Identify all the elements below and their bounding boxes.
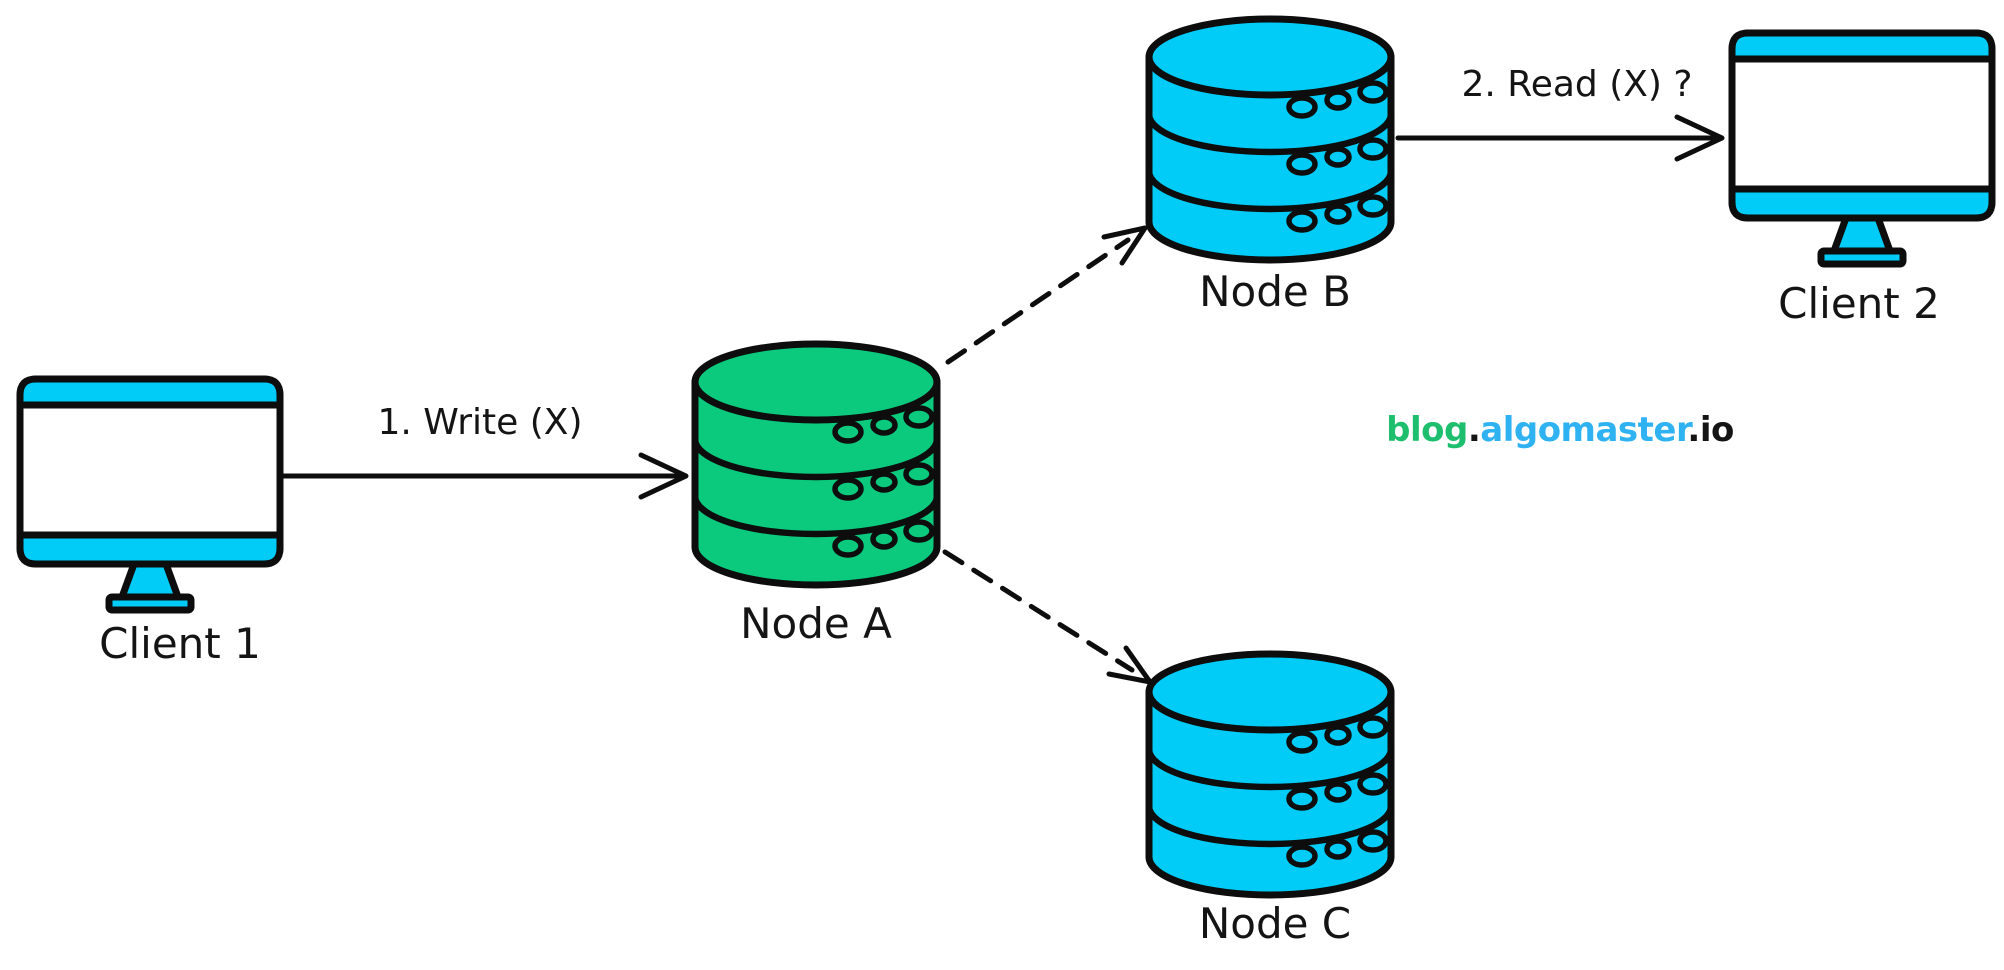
cylinder-top [691, 340, 941, 424]
disk-dot [1357, 715, 1389, 739]
cylinder-divider [691, 435, 941, 481]
cylinder-divider [1145, 167, 1395, 213]
disk-dot [1357, 137, 1389, 161]
disk-dot [903, 462, 935, 486]
node-b-label: Node B [1199, 267, 1351, 316]
disk-dot [1357, 194, 1389, 218]
node-b-cylinder-group [1145, 15, 1395, 264]
disk-dot [870, 528, 898, 550]
cylinder-divider [1145, 110, 1395, 156]
read-arrow-label: 2. Read (X) ? [1461, 64, 1693, 105]
disk-dot [832, 534, 864, 558]
disk-dot [1324, 146, 1352, 168]
disk-dot [1324, 89, 1352, 111]
client2-label: Client 2 [1778, 279, 1940, 328]
disk-dot [1286, 152, 1318, 176]
node-c-database-icon [1145, 650, 1395, 899]
monitor-base [1817, 247, 1907, 268]
disk-dot [1324, 724, 1352, 746]
node-a-label: Node A [740, 599, 892, 648]
write-arrow [278, 452, 689, 500]
monitor-base [105, 593, 195, 614]
write-arrow-head [638, 452, 689, 500]
disk-dot [1357, 829, 1389, 853]
replication-arrow-to-node-b [945, 225, 1148, 365]
watermark-io: io [1699, 410, 1735, 450]
replication-b-head [1101, 225, 1148, 266]
read-arrow [1395, 114, 1725, 162]
disk-dot [1286, 844, 1318, 868]
disk-dot [832, 477, 864, 501]
replication-c-head [1106, 645, 1153, 685]
disk-dot [870, 471, 898, 493]
watermark-algomaster: algomaster [1480, 410, 1688, 450]
client1-monitor-icon [16, 375, 284, 614]
disk-dot [1324, 203, 1352, 225]
disk-dot [1286, 730, 1318, 754]
disk-dot [1357, 772, 1389, 796]
client1-monitor-group [16, 375, 284, 614]
monitor-top-bar [16, 375, 284, 409]
monitor-top-bar [1728, 29, 1996, 63]
monitor-bottom-bar [1728, 185, 1996, 222]
replication-b-shaft [945, 237, 1131, 365]
disk-dot [832, 420, 864, 444]
node-a-cylinder-group [691, 340, 941, 589]
watermark-blog: blog [1386, 410, 1468, 450]
disk-dot [903, 405, 935, 429]
watermark-logo: blog.algomaster.io [1385, 410, 1735, 450]
cylinder-top [1145, 650, 1395, 734]
node-c-cylinder-group [1145, 650, 1395, 899]
replication-arrow-to-node-c [942, 549, 1153, 685]
cylinder-top [1145, 15, 1395, 99]
cylinder-divider [1145, 745, 1395, 791]
write-arrow-label: 1. Write (X) [377, 402, 583, 443]
watermark-dot2: . [1687, 410, 1700, 450]
node-c-label: Node C [1198, 899, 1352, 948]
node-a-database-icon [691, 340, 941, 589]
monitor-stand [1830, 214, 1894, 255]
cylinder-divider [1145, 802, 1395, 848]
disk-dot [1286, 787, 1318, 811]
cylinder-divider [691, 492, 941, 538]
read-arrow-head [1674, 114, 1725, 162]
client1-label: Client 1 [99, 619, 261, 668]
watermark-dot1: . [1467, 410, 1481, 450]
monitor-stand [118, 560, 182, 601]
disk-dot [1324, 838, 1352, 860]
disk-dot [1357, 80, 1389, 104]
disk-dot [870, 414, 898, 436]
client2-monitor-icon [1728, 29, 1996, 268]
disk-dot [1324, 781, 1352, 803]
client2-monitor-group [1728, 29, 1996, 268]
monitor-bottom-bar [16, 531, 284, 568]
disk-dot [1286, 95, 1318, 119]
arrows-group [278, 114, 1725, 685]
node-b-database-icon [1145, 15, 1395, 264]
replication-c-shaft [942, 549, 1135, 673]
disk-dot [1286, 209, 1318, 233]
disk-dot [903, 519, 935, 543]
